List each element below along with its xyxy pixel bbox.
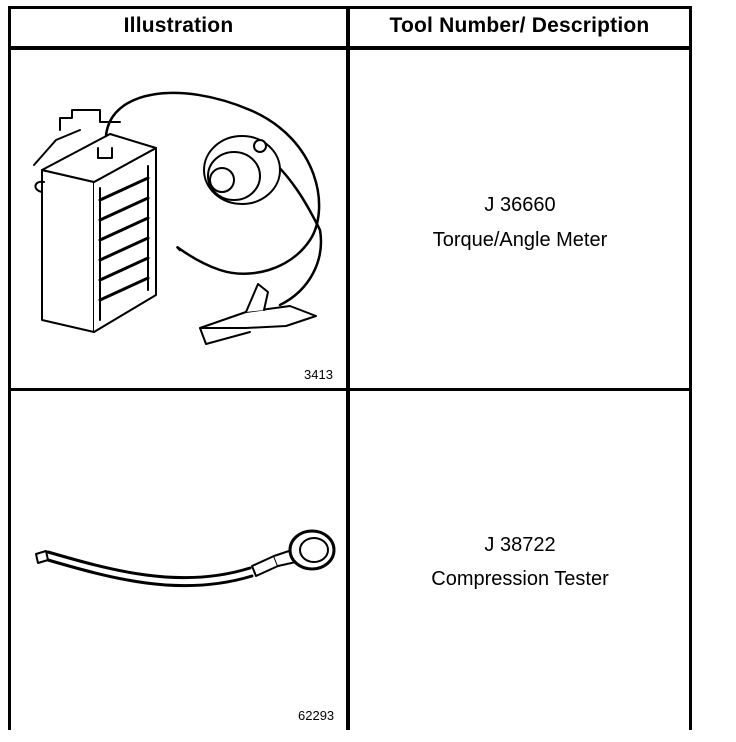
column-divider [346, 6, 350, 730]
figure-number: 3413 [304, 367, 333, 382]
compression-tester-icon [35, 529, 336, 588]
header-tool-description: Tool Number/ Description [389, 14, 650, 37]
table-top-border [8, 6, 692, 9]
tool-description: Torque/Angle Meter [432, 229, 608, 251]
header-illustration: Illustration [123, 14, 234, 37]
row-divider [8, 388, 692, 391]
figure-number: 62293 [298, 708, 335, 723]
torque-angle-meter-icon [33, 91, 323, 345]
table-left-border [8, 6, 11, 730]
header-bottom-border [8, 46, 692, 50]
tool-description: Compression Tester [431, 568, 609, 590]
tool-number: J 38722 [484, 534, 556, 556]
table-right-border [689, 6, 692, 730]
tool-number: J 36660 [484, 194, 556, 216]
